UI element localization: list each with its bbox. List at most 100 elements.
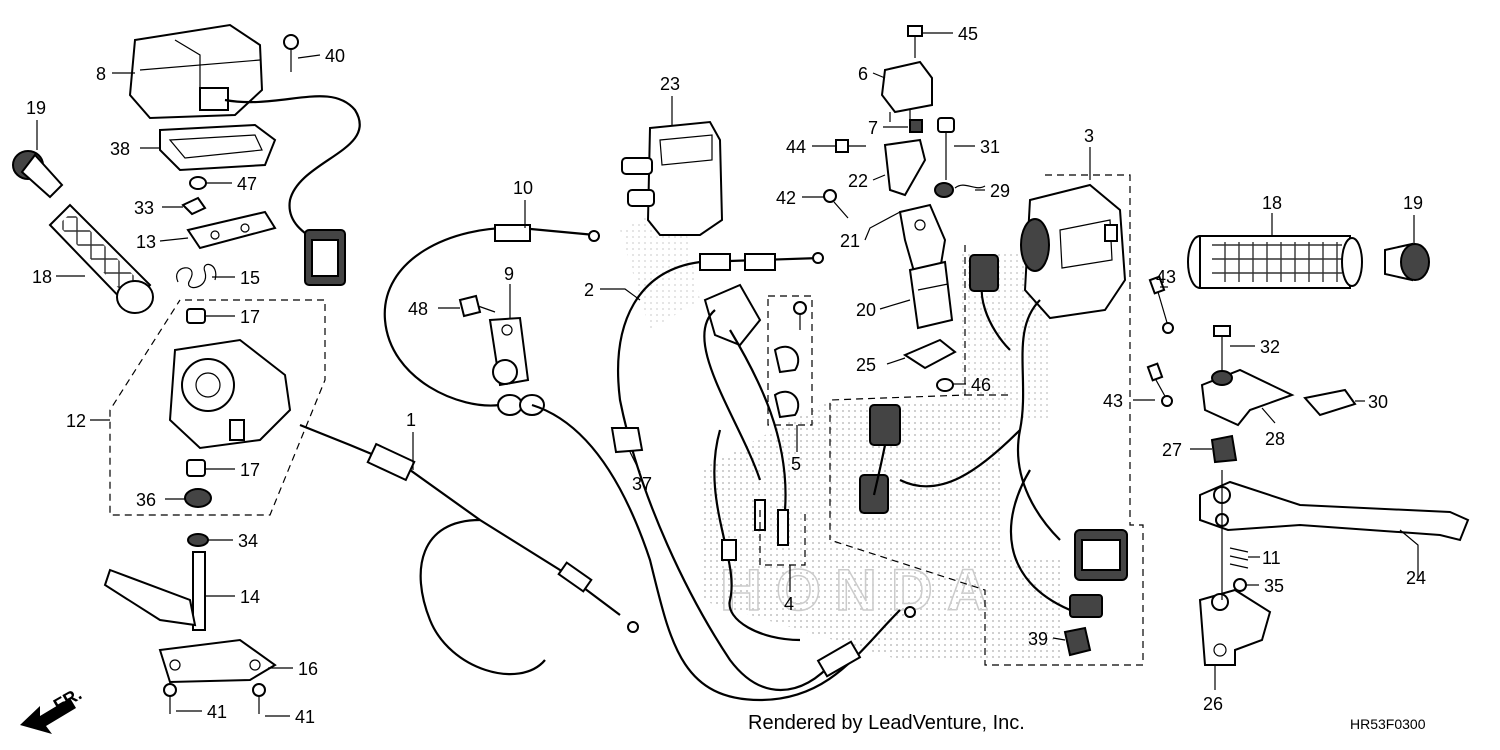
washer-34 [187,533,209,547]
callout-7: 7 [868,118,878,138]
cable-clamp-9 [488,316,530,387]
return-spring-15 [176,263,217,289]
callout-21: 21 [840,231,860,251]
screw-44 [835,139,866,153]
relay-6 [880,60,933,122]
callout-30: 30 [1368,392,1388,412]
callout-33: 33 [134,198,154,218]
throttle-housing-cover [128,23,264,120]
lever-cover-16 [158,638,277,684]
grip-left-18 [48,203,154,314]
callout-38: 38 [110,139,130,159]
spring-11 [1229,547,1249,569]
callout-41-right: 41 [295,707,315,727]
callout-35: 35 [1264,576,1284,596]
callout-25: 25 [856,355,876,375]
bracket-20 [908,260,954,330]
callout-47: 47 [237,174,257,194]
clip-39 [1063,626,1092,657]
callout-41-left: 41 [207,702,227,722]
callout-13: 13 [136,232,156,252]
callout-19-right: 19 [1403,193,1423,213]
grip-end-19-right [1384,242,1430,282]
callout-34: 34 [238,531,258,551]
choke-cable-10 [383,224,600,407]
group-3-outline-upper [829,245,1010,540]
callout-23: 23 [660,74,680,94]
bolt-31 [937,117,955,180]
callout-31: 31 [980,137,1000,157]
cdi-unit-23 [621,120,724,236]
group-4-bracket [759,510,806,566]
clip-25 [902,338,957,370]
bolt-17-bottom [186,459,206,477]
render-credit: Rendered by LeadVenture, Inc. [748,712,1025,734]
group-3-outline [829,174,1144,666]
callout-20: 20 [856,300,876,320]
callout-1: 1 [406,410,416,430]
callout-40: 40 [325,46,345,66]
callout-26: 26 [1203,694,1223,714]
callout-46: 46 [971,375,991,395]
callout-15: 15 [240,268,260,288]
rubber-7 [909,119,923,133]
callout-2: 2 [584,280,594,300]
callout-14: 14 [240,587,260,607]
callout-19-left: 19 [26,98,46,118]
callout-3: 3 [1084,126,1094,146]
brake-switch-4 [703,283,801,642]
bolt-43-lower [1146,362,1173,407]
callout-37: 37 [632,474,652,494]
throttle-plate-13 [186,210,277,250]
callout-labels: 1 2 3 4 5 6 7 8 9 10 11 12 13 14 15 16 1… [26,24,1426,727]
brake-lever-24 [1199,480,1470,542]
callout-9: 9 [504,264,514,284]
callout-42: 42 [776,188,796,208]
callout-16: 16 [298,659,318,679]
switch-wire-harness [859,254,1128,618]
bolt-17-top [186,308,206,324]
bolt-43-upper [1148,275,1174,334]
callout-18-right: 18 [1262,193,1282,213]
lever-bracket-28 [1200,368,1295,427]
callout-11: 11 [1262,548,1281,568]
throttle-lever-14 [103,551,206,631]
callout-4: 4 [784,594,794,614]
screw-41-left [163,683,177,714]
cover-30 [1303,388,1357,417]
callout-27: 27 [1162,440,1182,460]
callout-5: 5 [791,454,801,474]
callout-17-bottom: 17 [240,460,260,480]
throttle-housing-12 [168,338,292,450]
brake-cable-2 [531,252,916,702]
callout-48: 48 [408,299,428,319]
spring-27 [1210,434,1238,464]
cable-grommets [497,394,545,416]
bolt-45 [907,25,923,58]
screw-41-right [252,683,266,714]
screw-42 [823,189,849,219]
nut-29 [934,182,986,198]
nut-36 [184,488,212,508]
drawing-code: HR53F0300 [1350,716,1426,732]
callout-10: 10 [513,178,533,198]
group-12-outline [109,299,326,516]
callout-43-lower: 43 [1103,391,1123,411]
nut-46 [936,378,954,392]
screw-40 [283,34,299,72]
callout-17-top: 17 [240,307,260,327]
throttle-housing-gasket [159,123,277,172]
callout-28: 28 [1265,429,1285,449]
bolt-48 [458,294,496,318]
cable-guide-37 [610,427,644,454]
grip-right-18 [1187,235,1363,289]
clip-33 [181,196,207,216]
callout-6: 6 [858,64,868,84]
bolt-32 [1213,325,1231,370]
callout-36: 36 [136,490,156,510]
callout-8: 8 [96,64,106,84]
handlebar-switch-3 [1020,183,1127,320]
callout-43-upper: 43 [1156,267,1176,287]
washer-47 [189,176,207,190]
